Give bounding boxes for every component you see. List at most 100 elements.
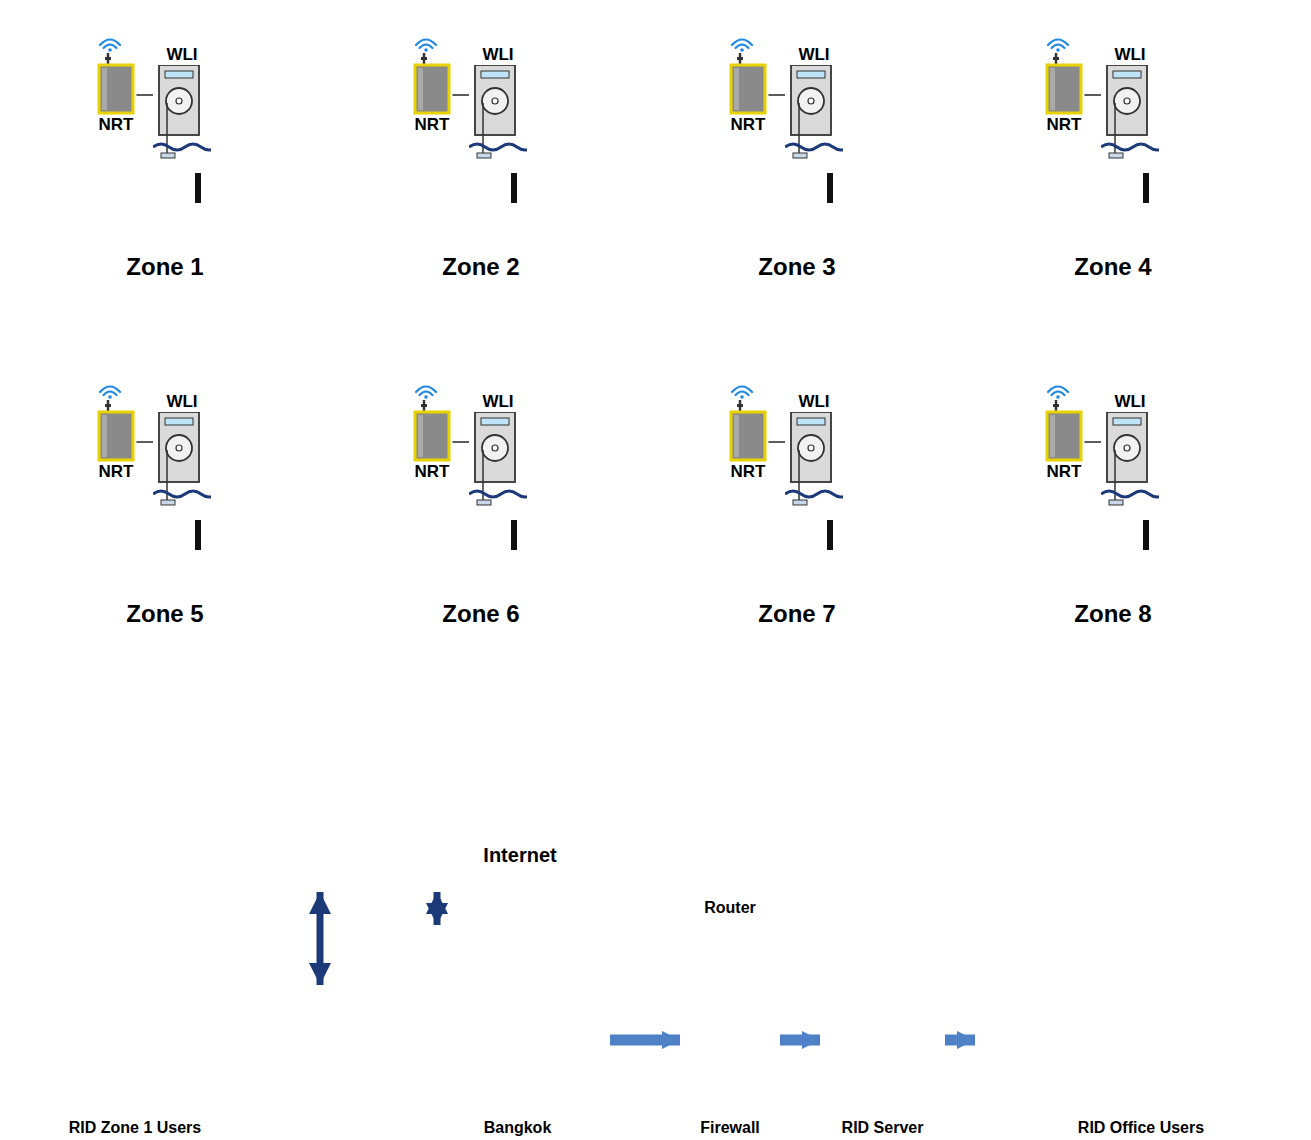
user-group: RID Zone 1 Users bbox=[60, 985, 330, 1140]
zone-disc: Zone 4NRTWLI bbox=[963, 15, 1263, 295]
node-label: Zone 8 bbox=[1074, 599, 1151, 629]
node-label: NRT bbox=[731, 462, 766, 482]
router-icon bbox=[692, 920, 762, 962]
wireless-bolt bbox=[854, 552, 935, 623]
data-flow-arrow bbox=[610, 1035, 680, 1046]
node-label: Firewall bbox=[700, 1118, 760, 1138]
data-flow-arrow bbox=[780, 1035, 820, 1046]
cloud-shape-part bbox=[227, 824, 811, 887]
bangkok-buildings-part bbox=[555, 1065, 595, 1108]
gauge-icon bbox=[1101, 65, 1159, 205]
signal-cable bbox=[136, 441, 153, 443]
computer-icon bbox=[178, 997, 264, 1067]
water-level-gauge: WLI bbox=[1101, 392, 1159, 552]
router-icon-part bbox=[714, 930, 762, 962]
node-label: WLI bbox=[482, 392, 513, 412]
bangkok-buildings-part bbox=[488, 1030, 524, 1108]
signal-cable bbox=[1084, 94, 1101, 96]
zone-disc: Zone 7NRTWLI bbox=[647, 362, 947, 642]
router-icon-part bbox=[729, 946, 733, 950]
signal-cable bbox=[768, 441, 785, 443]
node-label: NRT bbox=[99, 115, 134, 135]
node-label: Zone 2 bbox=[442, 252, 519, 282]
cell-tower bbox=[288, 567, 356, 725]
cell-tower bbox=[1236, 567, 1304, 725]
node-label: RID Zone 1 Users bbox=[69, 1118, 201, 1138]
telemetry-icon-part bbox=[1047, 387, 1081, 461]
firewall-icon bbox=[695, 995, 760, 1105]
gauge-icon bbox=[153, 412, 211, 552]
telemetry-icon bbox=[413, 35, 451, 115]
router-icon-part bbox=[692, 932, 714, 962]
router-icon-part bbox=[736, 944, 740, 948]
router-node: Router bbox=[680, 898, 780, 980]
zone-disc: Zone 2 NRT WLI bbox=[331, 15, 631, 295]
gauge-icon-part bbox=[153, 412, 217, 550]
signal-cable bbox=[1084, 441, 1101, 443]
zone-disc: Zone 1NRTWLI bbox=[15, 15, 315, 295]
water-level-gauge: WLI bbox=[785, 45, 843, 205]
node-label: NRT bbox=[1047, 115, 1082, 135]
node-label: Zone 5 bbox=[126, 599, 203, 629]
server-icon-part bbox=[920, 975, 930, 1105]
water-level-gauge: WLI bbox=[785, 392, 843, 552]
data-flow-arrow bbox=[317, 892, 324, 985]
telemetry-icon bbox=[1045, 382, 1083, 462]
telemetry-unit: NRT bbox=[412, 382, 453, 482]
telemetry-unit: NRT bbox=[96, 382, 137, 482]
computer-icon bbox=[1097, 880, 1183, 950]
node-label: WLI bbox=[482, 45, 513, 65]
wireless-bolts bbox=[222, 205, 1251, 808]
user-icon bbox=[265, 981, 309, 1064]
gauge-icon-part bbox=[1101, 412, 1165, 550]
router-icon-part bbox=[722, 948, 726, 952]
wireless-bolt bbox=[538, 205, 619, 276]
signal-cable bbox=[452, 441, 469, 443]
node-label: RID Server bbox=[842, 1118, 924, 1138]
firewall-icon-part bbox=[695, 995, 760, 1105]
user-group: RID Office Users bbox=[975, 865, 1307, 1140]
bangkok-buildings-part bbox=[447, 990, 483, 1105]
gauge-icon-part bbox=[469, 412, 533, 550]
telemetry-icon bbox=[1045, 35, 1083, 115]
wireless-bolt bbox=[222, 205, 303, 276]
firewall-node: Firewall bbox=[680, 990, 780, 1140]
telemetry-icon-part bbox=[99, 40, 133, 114]
gauge-icon bbox=[153, 65, 211, 205]
cell-tower bbox=[604, 220, 672, 378]
zone-users-icons bbox=[58, 878, 309, 1067]
node-label: WLI bbox=[798, 45, 829, 65]
telemetry-icon-part bbox=[415, 40, 449, 114]
gauge-icon-part bbox=[785, 412, 849, 550]
telemetry-icon-part bbox=[1047, 40, 1081, 114]
cell-tower bbox=[920, 220, 988, 378]
bangkok-buildings-part bbox=[566, 1010, 595, 1105]
bangkok-buildings-part bbox=[455, 1060, 485, 1108]
telemetry-unit: NRT bbox=[1044, 382, 1085, 482]
zone-disc: Zone 6NRTWLI bbox=[331, 362, 631, 642]
cell-tower bbox=[604, 567, 672, 725]
bangkok-buildings-part bbox=[566, 1010, 595, 1105]
user-icon bbox=[1086, 1004, 1128, 1084]
bangkok-buildings bbox=[447, 935, 595, 1108]
node-label: Zone 1 bbox=[126, 252, 203, 282]
bangkok-buildings-part bbox=[488, 1030, 524, 1108]
node-label: NRT bbox=[99, 462, 134, 482]
water-level-gauge: WLI bbox=[153, 392, 211, 552]
telemetry-icon bbox=[413, 382, 451, 462]
bangkok-buildings-part bbox=[470, 935, 504, 1085]
telemetry-unit: NRT bbox=[96, 35, 137, 135]
telemetry-unit: NRT bbox=[412, 35, 453, 135]
node-label: Bangkok bbox=[484, 1118, 552, 1138]
cell-tower bbox=[920, 567, 988, 725]
bangkok-buildings-part bbox=[522, 1048, 556, 1108]
telemetry-icon bbox=[97, 382, 135, 462]
gauge-icon bbox=[785, 65, 843, 205]
telemetry-icon bbox=[97, 35, 135, 115]
telemetry-icon bbox=[729, 382, 767, 462]
cell-tower bbox=[1236, 220, 1304, 378]
office-users-icons bbox=[985, 876, 1301, 1085]
